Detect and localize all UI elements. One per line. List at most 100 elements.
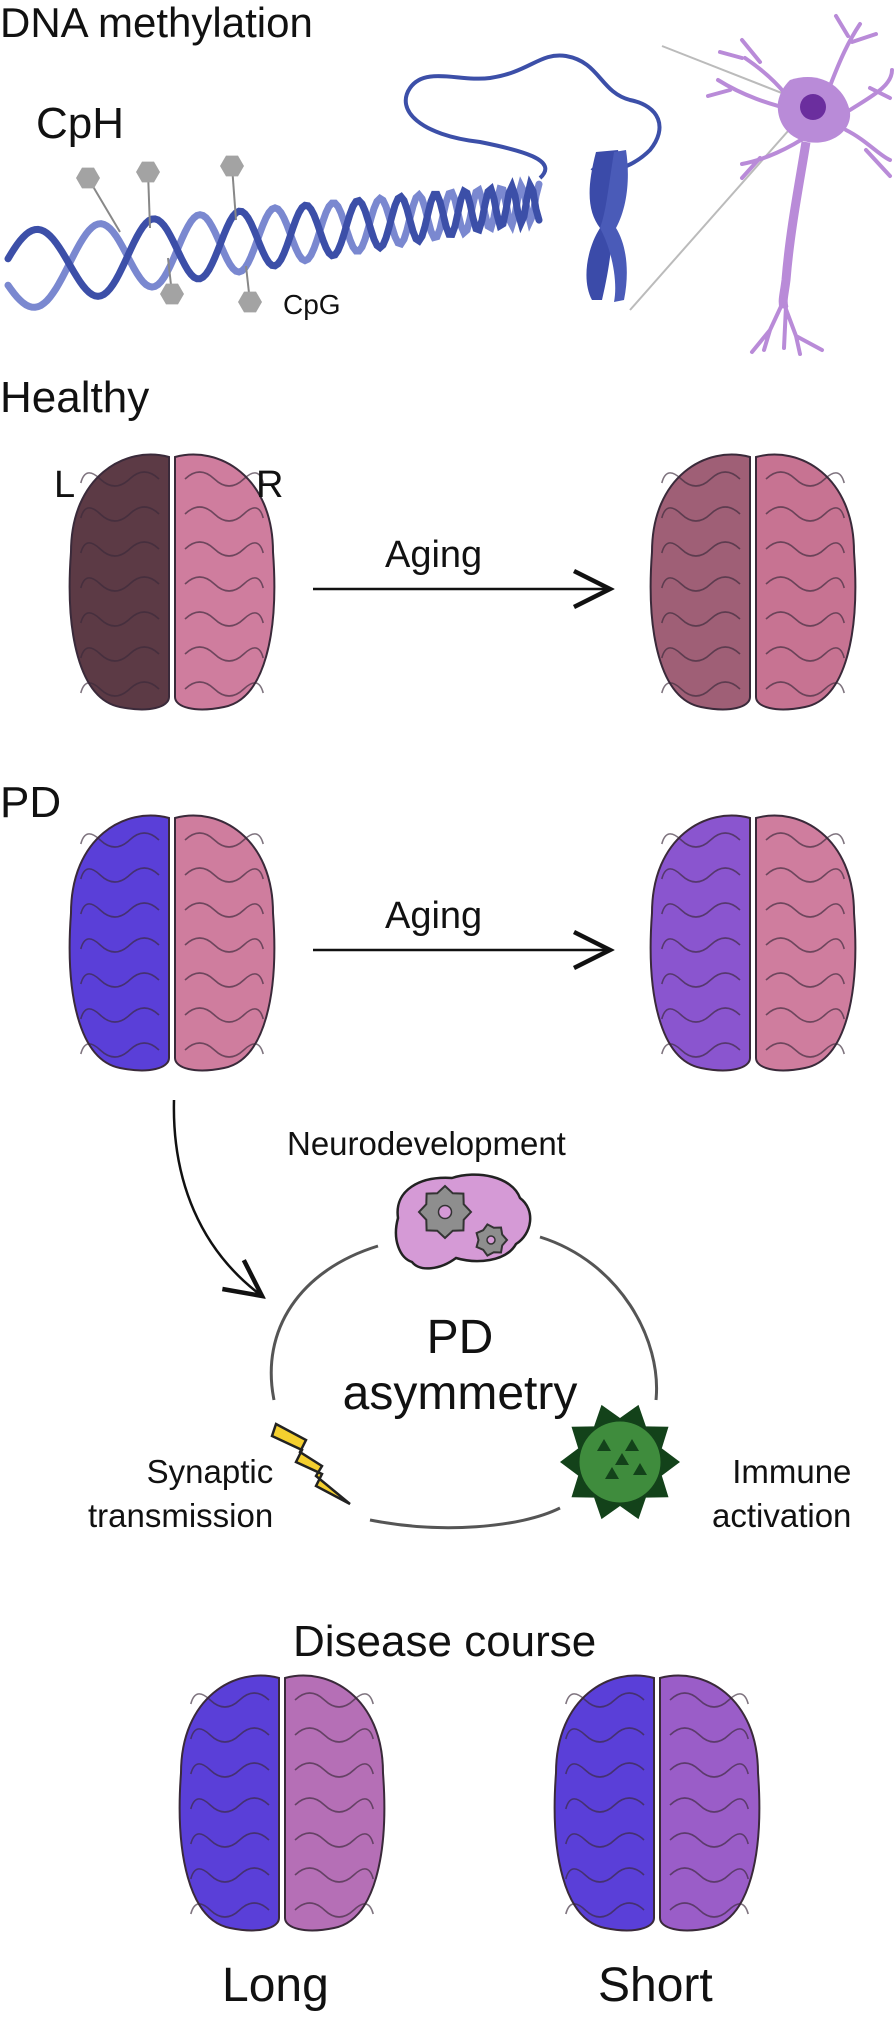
- neuron-nucleus: [800, 94, 826, 120]
- brain-gyrus-line: [669, 1832, 749, 1848]
- brain-illustrations: [68, 453, 857, 1932]
- chromatin-fiber: [403, 53, 662, 180]
- brain-gyrus-line: [190, 1832, 270, 1848]
- brain-gyrus-line: [765, 576, 845, 592]
- brain-gyrus-line: [190, 1867, 270, 1883]
- cycle-arc-right: [539, 1235, 659, 1401]
- cycle-arc-bottom: [369, 1506, 561, 1530]
- brain-gyrus-line: [661, 832, 741, 848]
- brain-gyrus-line: [765, 506, 845, 522]
- brain-gyrus-line: [565, 1867, 645, 1883]
- short-course-brain: [553, 1674, 761, 1932]
- brain-gyrus-line: [184, 541, 264, 557]
- brain-gyrus-line: [294, 1727, 374, 1743]
- dna-strand: [4, 175, 543, 300]
- pd-aging-label: Aging: [385, 895, 483, 937]
- brain-gyrus-line: [669, 1797, 749, 1813]
- immune-line1: Immune: [732, 1453, 852, 1490]
- brain-gyrus-line: [765, 471, 845, 487]
- pd-asymmetry-line1: PD: [426, 1311, 494, 1364]
- brain-gyrus-line: [184, 937, 264, 953]
- synaptic-transmission-label: Synaptic transmission: [88, 1450, 273, 1538]
- brain-gyrus-line: [565, 1727, 645, 1743]
- chromosome-arm: [600, 150, 628, 302]
- healthy-young-brain: [68, 453, 276, 711]
- cpg-methyl-group: [160, 283, 184, 305]
- right-hemisphere: [174, 453, 276, 711]
- brain-gyrus-line: [765, 867, 845, 883]
- dna-methylation-title: DNA methylation: [0, 0, 313, 46]
- brain-gyrus-line: [80, 611, 160, 627]
- brain-gyrus-line: [765, 1007, 845, 1023]
- dna-panel: [4, 14, 894, 356]
- left-hemisphere: [553, 1674, 655, 1932]
- brain-gyrus-line: [184, 576, 264, 592]
- brain-gyrus-line: [669, 1867, 749, 1883]
- virus-marking: [605, 1467, 619, 1479]
- brain-gyrus-line: [661, 972, 741, 988]
- brain-gyrus-line: [184, 471, 264, 487]
- pd-asymmetry-cycle: [269, 1173, 680, 1530]
- brain-gyrus-line: [765, 681, 845, 697]
- brain-gyrus-line: [565, 1762, 645, 1778]
- virus-marking: [597, 1439, 611, 1451]
- right-hemisphere: [755, 814, 857, 1072]
- brain-gyrus-line: [190, 1692, 270, 1708]
- brain-gyrus-line: [661, 541, 741, 557]
- synaptic-line1: Synaptic: [146, 1453, 274, 1490]
- brain-gyrus-line: [661, 611, 741, 627]
- brain-gyrus-line: [661, 646, 741, 662]
- left-hemisphere: [649, 453, 751, 711]
- short-course-label: Short: [598, 1959, 713, 2012]
- cph-methyl-group: [76, 167, 100, 189]
- cycle-arc-left: [269, 1244, 379, 1401]
- brain-gyrus-line: [661, 471, 741, 487]
- brain-gyrus-line: [184, 681, 264, 697]
- brain-gyrus-line: [565, 1902, 645, 1918]
- right-hemisphere: [174, 814, 276, 1072]
- disease-course-title: Disease course: [293, 1617, 597, 1666]
- right-hemisphere: [659, 1674, 761, 1932]
- brain-gyrus-line: [80, 832, 160, 848]
- left-hemisphere-label: L: [54, 464, 76, 506]
- neurodevelopment-icon: [394, 1173, 532, 1270]
- brain-gyrus-line: [80, 576, 160, 592]
- left-hemisphere: [649, 814, 751, 1072]
- brain-gyrus-line: [669, 1692, 749, 1708]
- brain-gyrus-line: [80, 541, 160, 557]
- neuron: [706, 14, 894, 356]
- brain-gyrus-line: [80, 902, 160, 918]
- brain-gyrus-line: [80, 506, 160, 522]
- brain-gyrus-line: [565, 1832, 645, 1848]
- synaptic-line2: transmission: [88, 1497, 274, 1534]
- healthy-title: Healthy: [0, 373, 150, 422]
- right-hemisphere-label: R: [256, 464, 284, 506]
- brain-gyrus-line: [765, 972, 845, 988]
- pd-title: PD: [0, 778, 62, 827]
- brain-gyrus-line: [190, 1762, 270, 1778]
- brain-gyrus-line: [184, 506, 264, 522]
- virus-marking: [625, 1439, 639, 1451]
- brain-gyrus-line: [661, 1007, 741, 1023]
- left-hemisphere: [178, 1674, 280, 1932]
- brain-gyrus-line: [190, 1902, 270, 1918]
- cph-methyl-group: [220, 155, 244, 177]
- pd-aged-brain: [649, 814, 857, 1072]
- brain-gyrus-line: [190, 1797, 270, 1813]
- cph-methyl-group: [136, 161, 160, 183]
- immune-line2: activation: [712, 1497, 852, 1534]
- brain-gyrus-line: [661, 681, 741, 697]
- healthy-aged-brain: [649, 453, 857, 711]
- brain-gyrus-line: [661, 937, 741, 953]
- brain-gyrus-line: [294, 1692, 374, 1708]
- pd-asymmetry-line2: asymmetry: [342, 1367, 578, 1420]
- brain-gyrus-line: [80, 867, 160, 883]
- right-hemisphere: [755, 453, 857, 711]
- brain-gyrus-line: [565, 1797, 645, 1813]
- brain-gyrus-line: [661, 506, 741, 522]
- brain-gyrus-line: [765, 646, 845, 662]
- small-gear-icon-hub: [486, 1235, 496, 1245]
- brain-gyrus-line: [80, 937, 160, 953]
